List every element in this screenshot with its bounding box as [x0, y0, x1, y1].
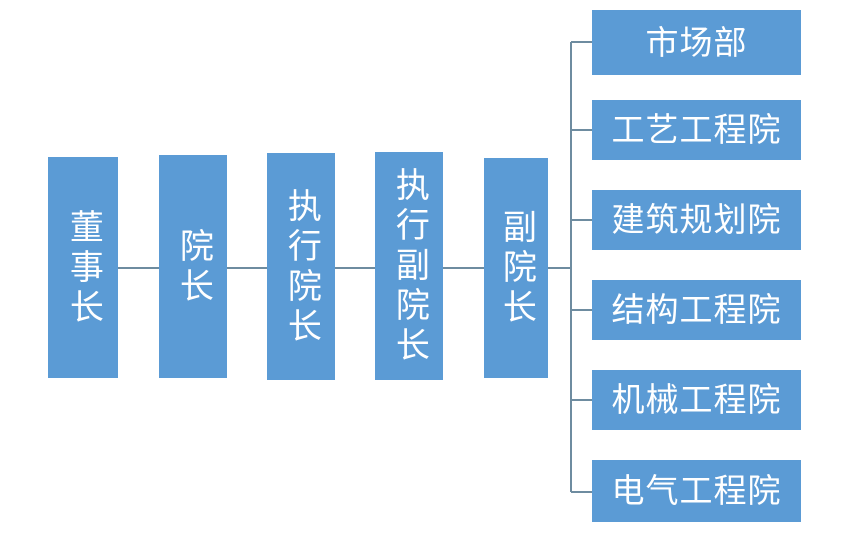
- org-node-label-electrical-engineering: 电气工程院: [611, 471, 782, 511]
- org-node-structural-engineering[interactable]: 结构工程院: [592, 280, 801, 340]
- org-node-label-marketing: 市场部: [645, 22, 748, 62]
- org-node-marketing[interactable]: 市场部: [592, 10, 801, 75]
- org-node-exec-president[interactable]: 执行院长: [267, 153, 335, 380]
- org-node-label-exec-president: 执行院长: [281, 187, 322, 348]
- org-node-exec-vp[interactable]: 执行副院长: [375, 152, 443, 380]
- org-node-president[interactable]: 院长: [159, 155, 227, 378]
- org-node-label-process-engineering: 工艺工程院: [611, 110, 782, 150]
- org-node-label-mechanical-engineering: 机械工程院: [611, 380, 782, 420]
- org-node-mechanical-engineering[interactable]: 机械工程院: [592, 370, 801, 430]
- org-node-label-architecture-planning: 建筑规划院: [611, 200, 782, 240]
- org-node-label-exec-vp: 执行副院长: [389, 167, 430, 367]
- org-node-chairman[interactable]: 董事长: [48, 157, 118, 378]
- org-node-label-chairman: 董事长: [63, 208, 104, 329]
- org-node-label-president: 院长: [173, 227, 214, 308]
- org-node-process-engineering[interactable]: 工艺工程院: [592, 100, 801, 160]
- org-node-electrical-engineering[interactable]: 电气工程院: [592, 460, 801, 522]
- org-node-label-structural-engineering: 结构工程院: [611, 290, 782, 330]
- org-node-vice-president[interactable]: 副院长: [484, 158, 548, 378]
- org-node-architecture-planning[interactable]: 建筑规划院: [592, 190, 801, 250]
- org-node-label-vice-president: 副院长: [496, 209, 537, 329]
